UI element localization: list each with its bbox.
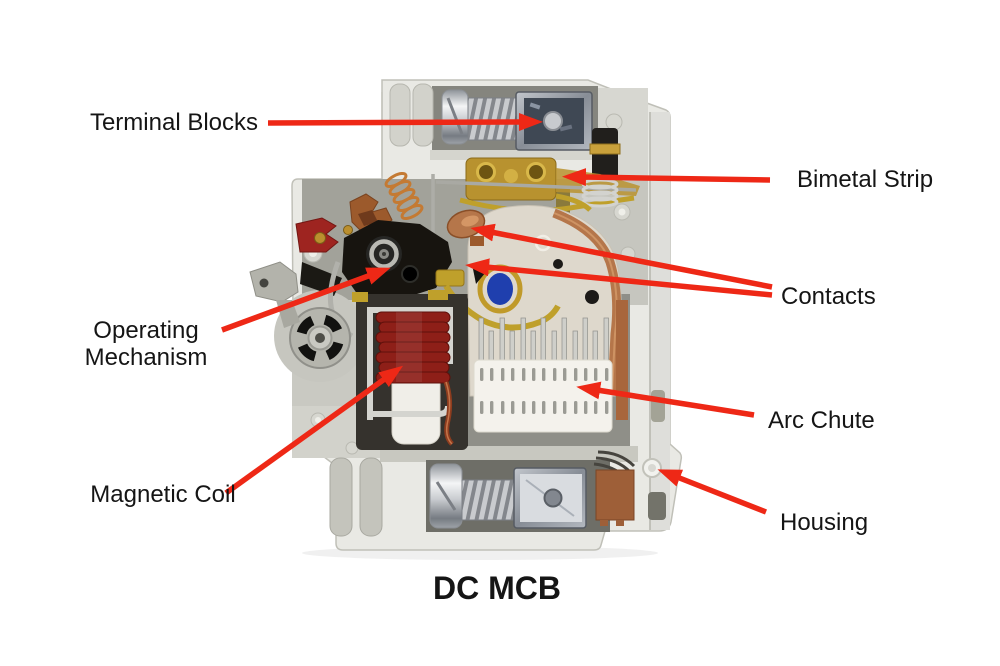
bottom-screw-thread bbox=[461, 479, 517, 521]
arrow-contacts-upper bbox=[470, 223, 773, 290]
terminal-clamp-hole bbox=[543, 111, 563, 131]
arc-chute-slots-row1 bbox=[480, 368, 609, 381]
terminal-screw-thread bbox=[467, 97, 521, 141]
fixed-contact-gold bbox=[435, 269, 465, 287]
label-operating-mechanism: Operating Mechanism bbox=[84, 317, 208, 371]
label-terminal-blocks: Terminal Blocks bbox=[89, 109, 258, 136]
magnetic-coil-part bbox=[352, 290, 468, 450]
label-magnetic-coil: Magnetic Coil bbox=[90, 481, 236, 508]
annotation-arrows bbox=[221, 113, 773, 515]
label-housing: Housing bbox=[780, 509, 869, 536]
arc-chute-slots-row2 bbox=[480, 401, 609, 414]
arrow-operating-mechanism bbox=[221, 267, 391, 333]
arrow-terminal-blocks bbox=[267, 113, 543, 132]
rotor-disc bbox=[289, 307, 351, 369]
terminal-block-bottom bbox=[429, 450, 636, 529]
armature-blue bbox=[487, 273, 513, 305]
arrow-housing bbox=[657, 469, 768, 515]
arrow-magnetic-coil bbox=[224, 365, 404, 496]
handle-stub bbox=[249, 261, 300, 328]
arrow-contacts-lower bbox=[465, 258, 773, 298]
label-contacts: Contacts bbox=[781, 283, 876, 310]
din-flange-shade bbox=[650, 112, 670, 530]
diagram-title: DC MCB bbox=[433, 570, 561, 606]
brass-lower-strip bbox=[459, 195, 635, 214]
bottom-clamp-hole bbox=[543, 488, 563, 508]
label-bimetal-strip: Bimetal Strip bbox=[797, 166, 934, 193]
arrow-arc-chute bbox=[576, 381, 755, 418]
plunger-brass-band bbox=[589, 143, 621, 155]
label-arc-chute: Arc Chute bbox=[768, 407, 875, 434]
copper-lug bbox=[595, 469, 635, 521]
arc-chute-part bbox=[473, 300, 628, 433]
arrow-bimetal-strip bbox=[562, 168, 771, 187]
arc-chute-body bbox=[473, 359, 613, 433]
